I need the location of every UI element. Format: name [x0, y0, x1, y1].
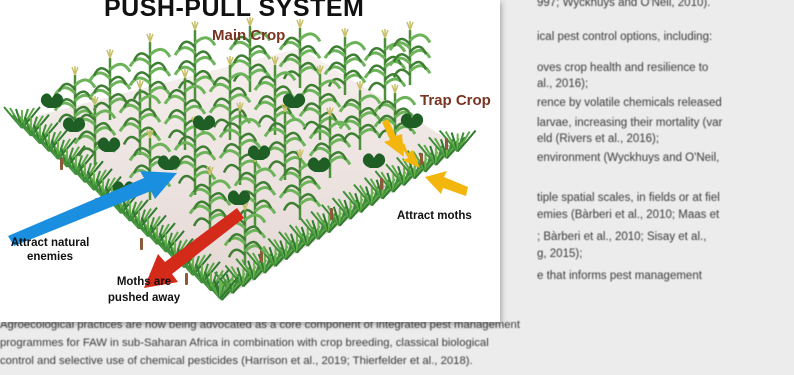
yellow-arrow [425, 171, 468, 196]
doc-line: al., 2016); [537, 78, 588, 90]
maize-leaf [345, 59, 365, 67]
maize-leaf [325, 51, 345, 59]
maize-tassel [137, 80, 143, 89]
maize-leaf [410, 50, 430, 58]
maize-leaf [365, 70, 385, 78]
maize-tassel [72, 66, 78, 75]
doc-line: emies (Bàrberi et al., 2010; Maas et [537, 209, 719, 221]
diagram-title: PUSH-PULL SYSTEM [104, 0, 364, 23]
doc-line: tiple spatial scales, in fields or at fi… [537, 192, 720, 204]
maize-tassel [182, 69, 188, 78]
maize-leaf [90, 90, 110, 98]
attract-natural-enemies-line2: enemies [0, 250, 100, 264]
main-crop-label: Main Crop [212, 27, 285, 44]
maize-tassel [342, 28, 348, 37]
maize-tassel [147, 33, 153, 42]
doc-line: g, 2015); [537, 248, 582, 260]
trap-crop-label: Trap Crop [420, 92, 491, 109]
doc-line: programmes for FAW in sub-Saharan Africa… [0, 337, 489, 349]
attract-moths-label: Attract moths [397, 210, 472, 222]
maize-leaf [410, 35, 430, 43]
maize-leaf [300, 34, 320, 42]
doc-line: control and selective use of chemical pe… [0, 355, 473, 367]
maize-leaf [410, 66, 430, 74]
doc-line: oves crop health and resilience to [537, 62, 708, 74]
maize-tassel [407, 21, 413, 30]
doc-line: rence by volatile chemicals released [537, 97, 722, 109]
maize-tassel [392, 84, 398, 93]
attract-natural-enemies-label: Attract natural enemies [0, 236, 100, 264]
field-illustration [0, 0, 500, 322]
doc-line: e that informs pest management [537, 270, 702, 282]
doc-line: ; Bàrberi et al., 2010; Sisay et al., [537, 231, 706, 243]
maize-leaf [110, 82, 130, 90]
seed-head [60, 158, 63, 170]
maize-leaf [150, 49, 170, 57]
push-pull-diagram: PUSH-PULL SYSTEM Main Crop Trap Crop Att… [0, 0, 500, 322]
doc-line: environment (Wyckhuys and O'Neil, [537, 152, 719, 164]
maize-leaf [345, 42, 365, 50]
maize-leaf [365, 53, 385, 61]
seed-head [140, 238, 143, 250]
maize-leaf [385, 62, 405, 70]
doc-line: eld (Rivers et al., 2016); [537, 133, 659, 145]
moths-pushed-away-label: Moths are pushed away [92, 274, 196, 306]
doc-line: larvae, increasing their mortality (var [537, 117, 722, 129]
maize-leaf [150, 68, 170, 76]
doc-line: ical pest control options, including: [537, 31, 712, 43]
attract-natural-enemies-line1: Attract natural [0, 236, 100, 250]
seed-head [445, 138, 448, 150]
seed-head [380, 178, 383, 190]
moths-pushed-line1: Moths are [92, 274, 196, 290]
desmodium-leaf [41, 93, 63, 108]
maize-leaf [369, 83, 385, 91]
moths-pushed-line2: pushed away [92, 290, 196, 306]
maize-leaf [110, 64, 130, 72]
maize-leaf [130, 59, 150, 67]
seed-head [330, 208, 333, 220]
maize-tassel [107, 49, 113, 58]
doc-line: 997; Wyckhuys and O'Neil, 2010). [537, 0, 710, 9]
maize-leaf [395, 97, 415, 105]
maize-leaf [90, 73, 110, 81]
maize-tassel [382, 29, 388, 38]
maize-leaf [75, 80, 95, 88]
seed-head [420, 153, 423, 165]
